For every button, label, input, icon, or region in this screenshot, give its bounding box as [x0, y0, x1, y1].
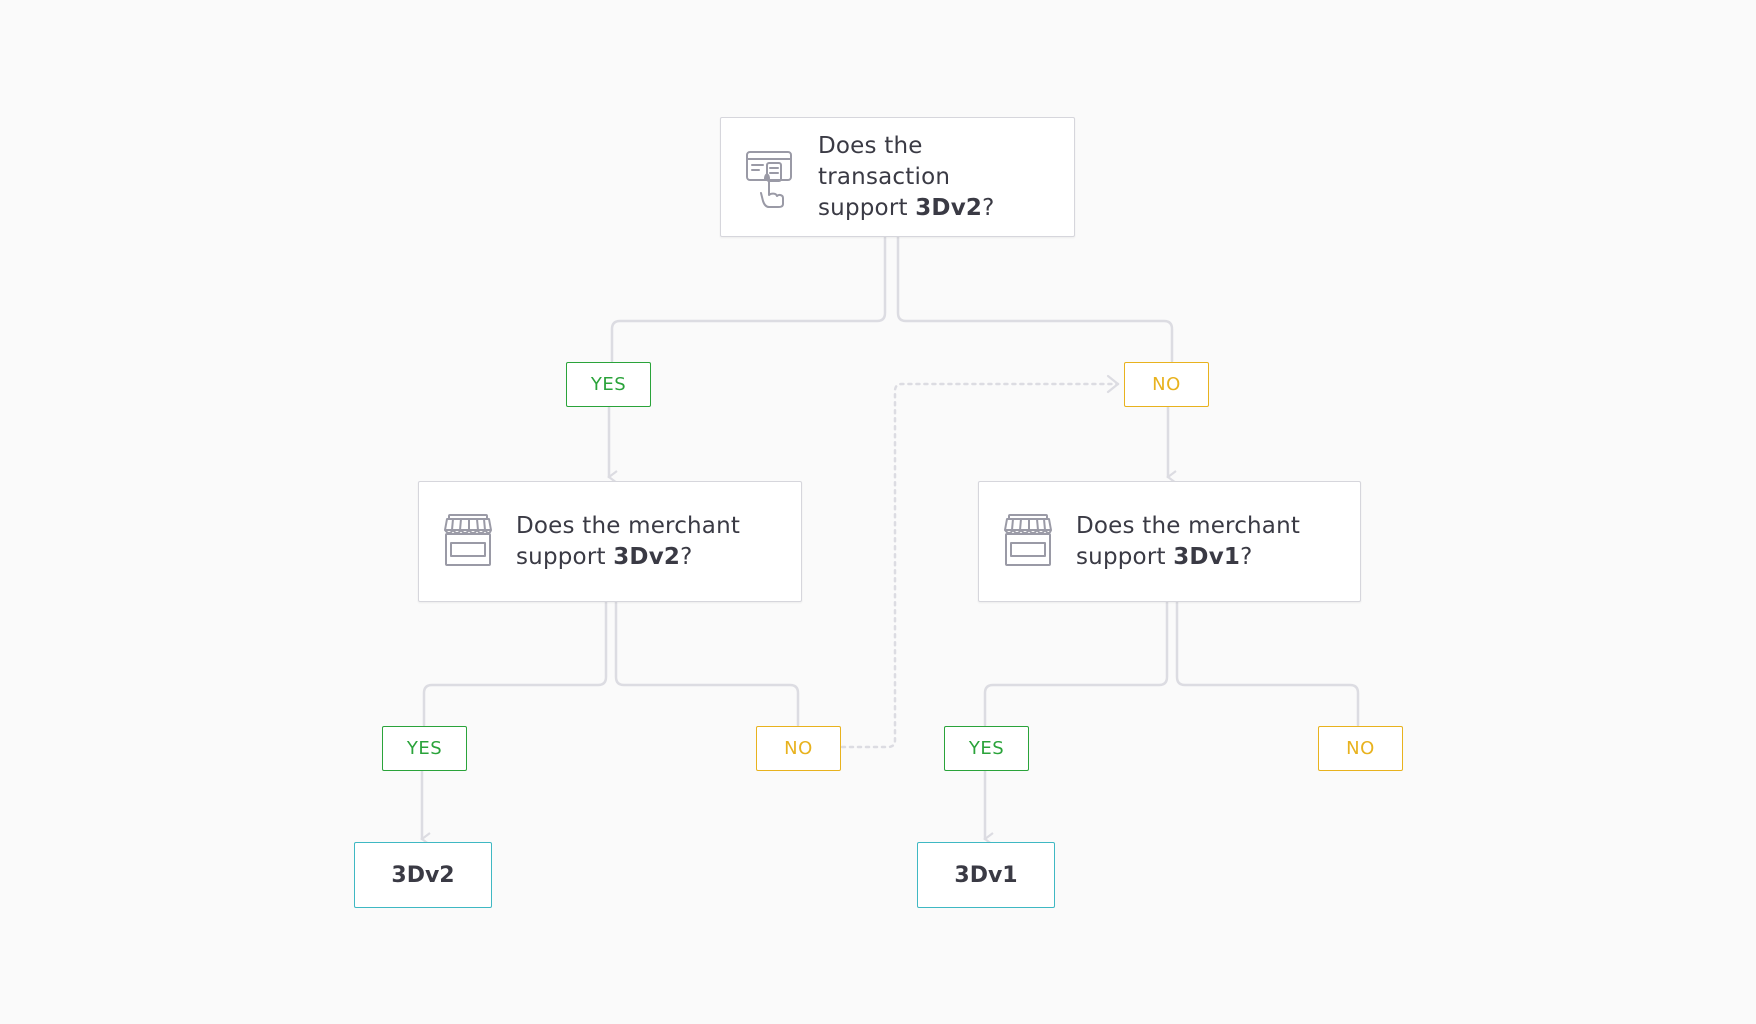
result-3dv2: 3Dv2: [354, 842, 492, 908]
badge-yes-merchant-3dv2: YES: [382, 726, 467, 771]
badge-yes-merchant-3dv1: YES: [944, 726, 1029, 771]
question-merchant-3dv2: Does the merchant support 3Dv2?: [418, 481, 802, 602]
card-terminal-icon: [746, 151, 792, 208]
badge-no-transaction: NO: [1124, 362, 1209, 407]
question-merchant-3dv1: Does the merchant support 3Dv1?: [978, 481, 1361, 602]
connector-mv2-to-yes: [422, 600, 608, 727]
storefront-icon: [444, 514, 492, 566]
connector-mv2-to-no: [614, 600, 800, 727]
dotted-fallback-arrowhead: [1106, 374, 1120, 394]
connector-top-to-no: [896, 235, 1174, 363]
result-3dv1: 3Dv1: [917, 842, 1055, 908]
question-transaction-support: Does the transaction support 3Dv2?: [720, 117, 1075, 237]
connector-mv1-to-yes: [983, 600, 1169, 727]
badge-no-merchant-3dv1: NO: [1318, 726, 1403, 771]
version-highlight: 3Dv2: [915, 194, 983, 221]
storefront-icon: [1004, 514, 1052, 566]
badge-no-merchant-3dv2: NO: [756, 726, 841, 771]
badge-yes-transaction: YES: [566, 362, 651, 407]
question-merchant-3dv2-text: Does the merchant support 3Dv2?: [516, 512, 741, 570]
connector-mv1-to-no: [1175, 600, 1360, 727]
question-merchant-3dv1-text: Does the merchant support 3Dv1?: [1076, 512, 1301, 570]
version-highlight: 3Dv2: [613, 543, 681, 570]
version-highlight: 3Dv1: [1173, 543, 1241, 570]
question-transaction-text: Does the transaction support 3Dv2?: [818, 132, 995, 221]
connector-top-to-yes: [610, 235, 887, 363]
dotted-fallback-connector: [840, 382, 1120, 749]
